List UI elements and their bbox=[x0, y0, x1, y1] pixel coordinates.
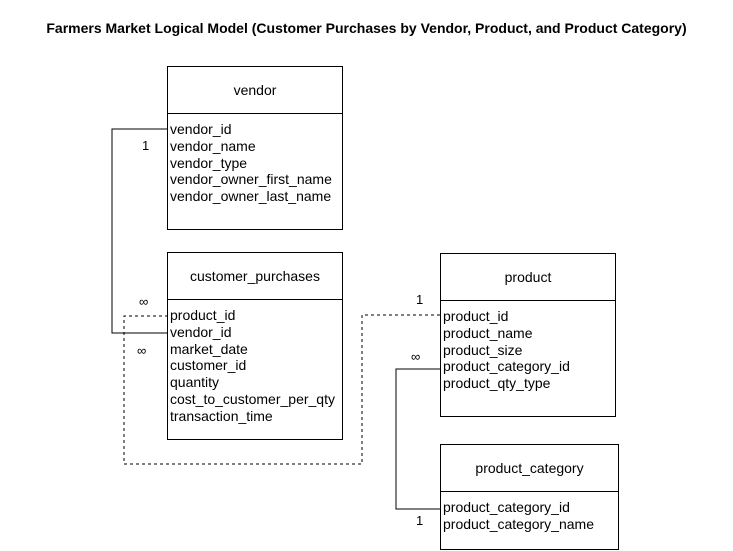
field: quantity bbox=[170, 374, 220, 391]
field: product_size bbox=[443, 341, 523, 358]
field: customer_id bbox=[170, 357, 247, 374]
product-entity-title: product bbox=[441, 254, 615, 301]
field: product_id bbox=[443, 308, 509, 324]
field: vendor_owner_last_name bbox=[170, 188, 332, 205]
vendor-entity[interactable]: vendor vendor_id vendor_name vendor_type… bbox=[167, 66, 343, 230]
field: vendor_id bbox=[170, 121, 232, 137]
field: market_date bbox=[170, 340, 248, 357]
customer-purchases-field-list: product_id vendor_id market_date custome… bbox=[168, 300, 342, 425]
field: product_qty_type bbox=[443, 375, 551, 392]
field: vendor_type bbox=[170, 154, 248, 171]
customer-purchases-entity[interactable]: customer_purchases product_id vendor_id … bbox=[167, 252, 343, 440]
field: product_id bbox=[170, 307, 236, 323]
product-to-category-line bbox=[395, 368, 442, 510]
cp-vendor-many-cardinality: ∞ bbox=[137, 343, 147, 358]
customer-purchases-entity-title: customer_purchases bbox=[168, 253, 342, 300]
product-one-cardinality: 1 bbox=[416, 292, 424, 307]
field: vendor_name bbox=[170, 137, 256, 154]
field: vendor_id bbox=[170, 323, 232, 340]
field: product_name bbox=[443, 324, 533, 341]
field: vendor_owner_first_name bbox=[170, 171, 332, 188]
vendor-entity-title: vendor bbox=[168, 67, 342, 114]
product-field-list: product_id product_name product_size pro… bbox=[441, 301, 615, 392]
product-entity[interactable]: product product_id product_name product_… bbox=[440, 253, 616, 417]
product-category-many-cardinality: ∞ bbox=[411, 349, 421, 364]
field: product_category_name bbox=[443, 515, 594, 532]
diagram-title: Farmers Market Logical Model (Customer P… bbox=[46, 20, 687, 36]
vendor-field-list: vendor_id vendor_name vendor_type vendor… bbox=[168, 114, 342, 205]
product-category-entity-title: product_category bbox=[441, 445, 618, 492]
field: transaction_time bbox=[170, 407, 273, 424]
cp-product-many-cardinality: ∞ bbox=[139, 294, 149, 309]
field: product_category_id bbox=[443, 358, 570, 375]
purchases-to-product-line bbox=[123, 314, 442, 465]
field: cost_to_customer_per_qty bbox=[170, 390, 335, 407]
vendor-one-cardinality: 1 bbox=[142, 138, 150, 153]
category-one-cardinality: 1 bbox=[416, 513, 424, 528]
vendor-to-purchases-line bbox=[111, 128, 168, 334]
product-category-field-list: product_category_id product_category_nam… bbox=[441, 492, 618, 533]
product-category-entity[interactable]: product_category product_category_id pro… bbox=[440, 444, 619, 550]
field: product_category_id bbox=[443, 499, 570, 515]
